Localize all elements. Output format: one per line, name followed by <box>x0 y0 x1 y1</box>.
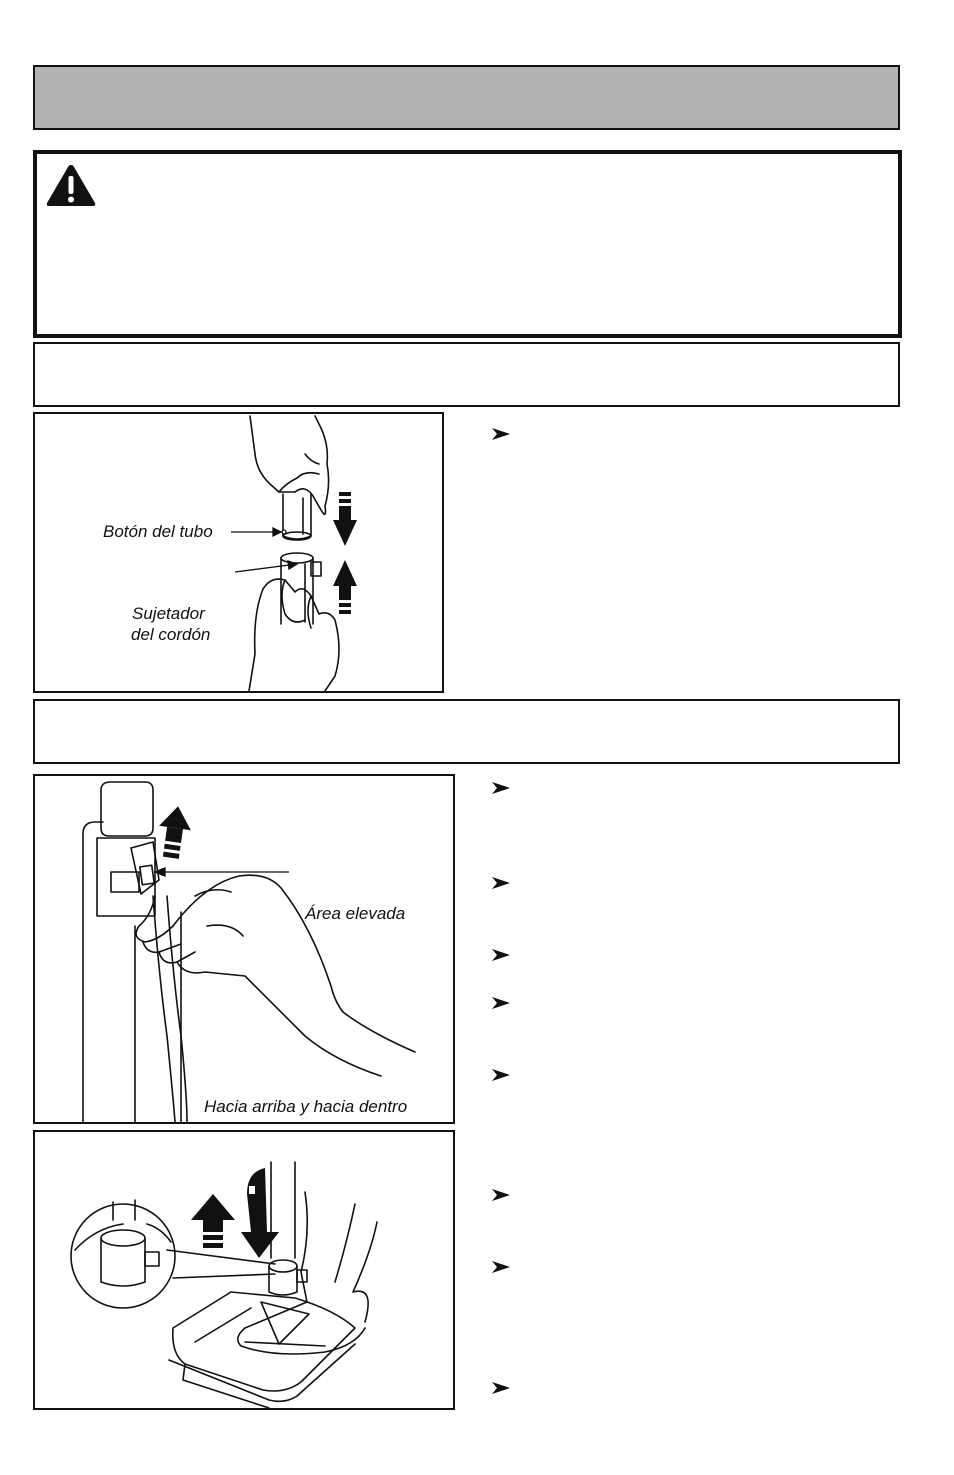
section-title-box-2 <box>33 699 900 764</box>
arrowhead-bullet-icon <box>491 948 511 962</box>
figure-cord-connection: Área elevada Hacia arriba y hacia dentro <box>33 774 455 1124</box>
label-up-and-in: Hacia arriba y hacia dentro <box>204 1097 408 1116</box>
section-header-bar <box>33 65 900 130</box>
arrowhead-bullet-icon <box>491 1068 511 1082</box>
label-cord-holder-line1: Sujetador <box>132 604 205 623</box>
section-title-box-1 <box>33 342 900 407</box>
label-tube-button: Botón del tubo <box>103 522 213 541</box>
label-cord-holder-line2: del cordón <box>131 625 211 644</box>
arrowhead-bullet-icon <box>491 876 511 890</box>
warning-box <box>33 150 902 338</box>
arrowhead-bullet-icon <box>491 996 511 1010</box>
arrowhead-bullet-icon <box>491 1260 511 1274</box>
cord-connection-illustration <box>82 781 416 1122</box>
arrowhead-bullet-icon <box>491 1188 511 1202</box>
figure-handle-release <box>33 1130 455 1410</box>
arrowhead-bullet-icon <box>491 1381 511 1395</box>
arrowhead-bullet-icon <box>491 781 511 795</box>
handle-release-illustration <box>70 1161 378 1408</box>
arrowhead-bullet-icon <box>491 427 511 441</box>
warning-triangle-icon <box>46 165 96 206</box>
figure-tube-assembly: Botón del tubo Sujetador del cordón <box>33 412 444 693</box>
label-raised-area: Área elevada <box>305 904 406 923</box>
tube-assembly-illustration <box>231 415 357 691</box>
